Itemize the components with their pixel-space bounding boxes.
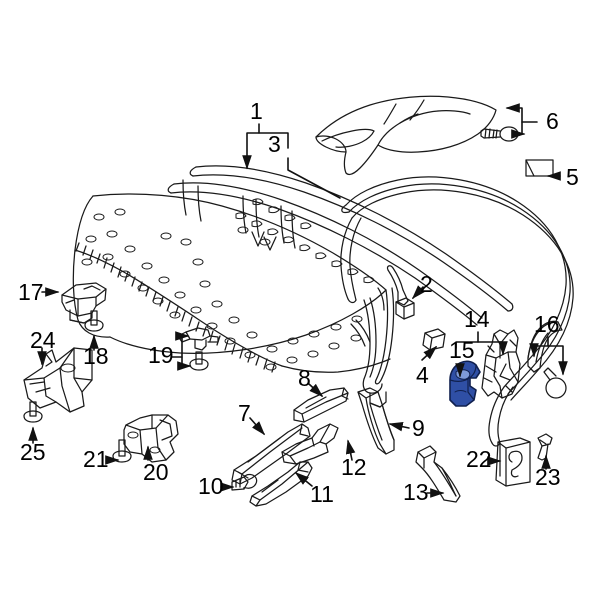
clip-19-bolt xyxy=(189,351,209,371)
callout-label-5: 5 xyxy=(566,164,579,190)
mounting-bracket-20 xyxy=(123,414,179,463)
callout-label-21: 21 xyxy=(83,446,109,472)
long-side-rail-left xyxy=(231,423,311,485)
small-wedge-clip xyxy=(395,297,415,320)
short-side-rail xyxy=(293,387,349,423)
callout-label-22: 22 xyxy=(466,446,492,472)
bracket-bolt-21 xyxy=(112,439,132,463)
ball-stud xyxy=(543,367,567,399)
callout-label-17: 17 xyxy=(18,279,44,305)
front-bow-assembly xyxy=(72,165,514,373)
callout-label-3: 3 xyxy=(268,131,281,157)
flat-pad-shim xyxy=(525,159,554,177)
callout-label-6: 6 xyxy=(546,108,559,134)
lower-trim-rail xyxy=(249,461,313,507)
latch-assembly-white xyxy=(481,329,521,399)
latch-plate-22 xyxy=(495,437,531,487)
callout-label-11: 11 xyxy=(310,481,334,507)
callout-label-13: 13 xyxy=(403,479,429,505)
clip-19-washer xyxy=(177,327,219,351)
trim-cover-screw xyxy=(480,126,519,142)
angled-bracket-rail xyxy=(281,423,339,465)
callout-label-10: 10 xyxy=(198,473,224,499)
callout-label-1: 1 xyxy=(250,98,263,124)
callout-label-15: 15 xyxy=(449,337,475,363)
callout-label-25: 25 xyxy=(20,439,46,465)
callout-label-24: 24 xyxy=(30,327,56,353)
callout-label-14: 14 xyxy=(464,306,490,332)
callout-label-4: 4 xyxy=(416,362,429,388)
plate-screw-23 xyxy=(537,433,553,461)
callout-label-16: 16 xyxy=(534,311,560,337)
small-block-clip xyxy=(422,328,446,351)
rear-corner-bracket-24 xyxy=(23,347,93,413)
curved-corner-rail xyxy=(357,387,395,455)
callout-label-19: 19 xyxy=(148,342,174,368)
side-frame-arms xyxy=(350,265,409,408)
front-trim-cover xyxy=(315,95,497,175)
callout-label-18: 18 xyxy=(83,343,109,369)
panel-bolt-18 xyxy=(84,310,104,332)
callout-label-12: 12 xyxy=(341,454,367,480)
hook-bracket xyxy=(415,445,461,503)
callout-label-8: 8 xyxy=(298,365,311,391)
callout-label-9: 9 xyxy=(412,415,425,441)
front-corner-bracket xyxy=(61,282,107,324)
callout-label-2: 2 xyxy=(420,271,433,297)
corner-bracket-highlighted[interactable] xyxy=(449,360,481,407)
callout-label-23: 23 xyxy=(535,464,561,490)
callout-label-7: 7 xyxy=(238,400,251,426)
bracket-bolt-25 xyxy=(23,401,43,423)
callout-label-20: 20 xyxy=(143,459,169,485)
